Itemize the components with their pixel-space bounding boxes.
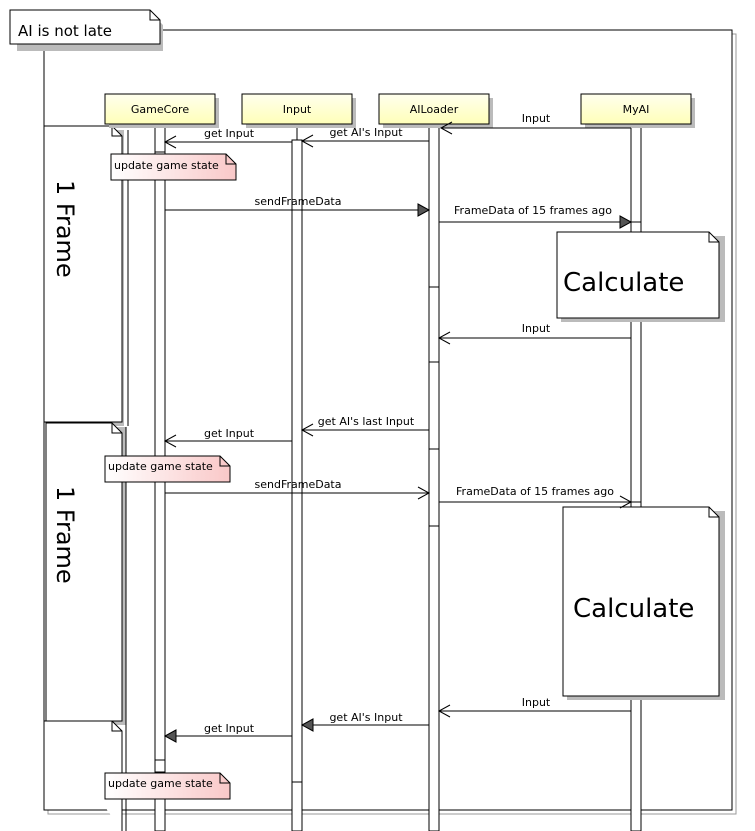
message-myai-input-2: Input [437, 322, 631, 345]
message-myai-input-3: Input [437, 696, 631, 718]
message-label: sendFrameData [255, 478, 342, 491]
message-frame-data-1: FrameData of 15 frames ago [439, 204, 633, 229]
diagram-title-tab: AI is not late [9, 9, 163, 51]
participant-myai: MyAI [580, 93, 695, 128]
message-get-ai-input-2: get AI's Input [300, 711, 429, 732]
message-label: Input [522, 696, 551, 709]
message-label: get AI's Input [329, 126, 403, 139]
note-update-text-3: update game state [108, 777, 213, 790]
note-calculate-2: Calculate [562, 506, 725, 700]
message-label: FrameData of 15 frames ago [456, 485, 614, 498]
note-update-3: update game state [104, 772, 231, 800]
participant-label-input: Input [283, 103, 312, 116]
participant-ailoader: AILoader [378, 93, 493, 128]
frame-label-1: 1 Frame [51, 180, 79, 278]
message-label: get AI's Input [329, 711, 403, 724]
message-myai-input-1: Input [439, 112, 631, 135]
note-update-text-1: update game state [114, 159, 219, 172]
note-update-text-2: update game state [108, 460, 213, 473]
message-get-input-3: get Input [163, 722, 292, 743]
message-get-ai-last-input: get AI's last Input [300, 415, 429, 437]
frame-box-2: 1 Frame [45, 422, 127, 831]
message-label: get Input [204, 127, 255, 140]
note-update-1: update game state [110, 153, 237, 181]
note-calculate-text-1: Calculate [563, 268, 684, 298]
message-label: get AI's last Input [318, 415, 415, 428]
note-calculate-1: Calculate [556, 231, 725, 322]
participant-label-ailoader: AILoader [410, 103, 459, 116]
participant-label-gamecore: GameCore [131, 103, 189, 116]
message-label: Input [522, 112, 551, 125]
participant-gamecore: GameCore [104, 93, 219, 128]
message-send-frame-data-1: sendFrameData [165, 195, 431, 217]
message-label: FrameData of 15 frames ago [454, 204, 612, 217]
message-label: Input [522, 322, 551, 335]
participant-label-myai: MyAI [623, 103, 650, 116]
diagram-title: AI is not late [18, 22, 112, 40]
message-frame-data-2: FrameData of 15 frames ago [439, 485, 633, 509]
message-label: get Input [204, 722, 255, 735]
message-label: get Input [204, 427, 255, 440]
message-get-input-1: get Input [163, 127, 292, 149]
frame-label-2: 1 Frame [51, 486, 79, 584]
message-get-input-2: get Input [163, 427, 292, 448]
participant-input: Input [241, 93, 356, 128]
note-update-2: update game state [104, 455, 231, 483]
message-get-ai-input-1: get AI's Input [300, 126, 429, 148]
note-calculate-text-2: Calculate [573, 594, 694, 624]
message-send-frame-data-2: sendFrameData [165, 478, 431, 500]
message-label: sendFrameData [255, 195, 342, 208]
